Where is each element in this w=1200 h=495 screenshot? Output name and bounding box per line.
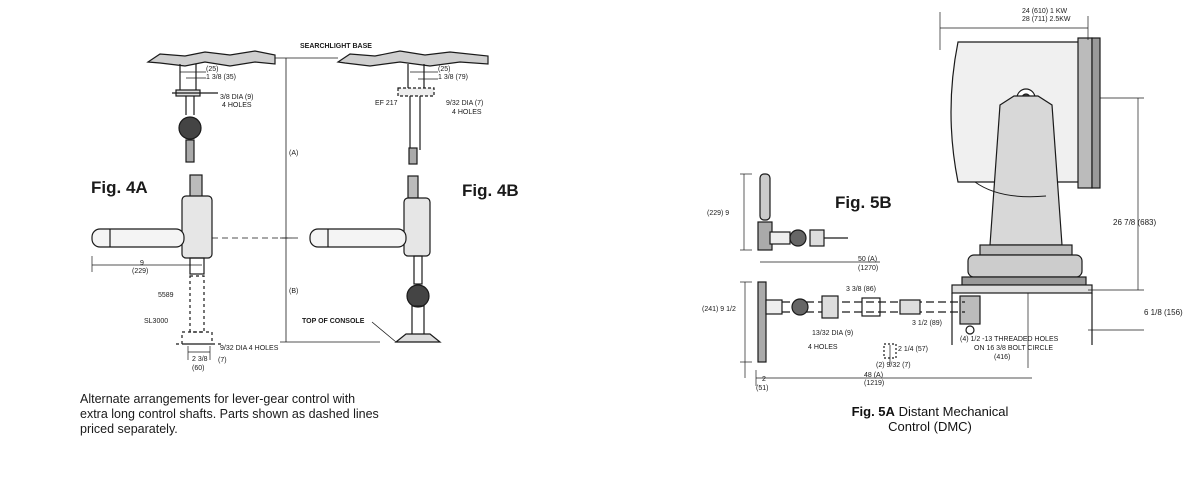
fig5a-caption: Fig. 5A Distant Mechanical Control (DMC) [800,404,1060,434]
fig5-dia-label: 13/32 DIA (9) [812,330,854,337]
fig5-height-dim: 26 7/8 (683) [1113,218,1157,227]
fig5b-handle-height: (229) 9 [707,210,730,217]
fig4a-hole-dia: 3/8 DIA (9) [220,94,254,101]
handle-dim-229: (229) [132,268,149,275]
fig5-dim-1270: (1270) [858,265,879,272]
fig4a-bottom-dimension [91,256,211,360]
fig4b-upper-assembly [397,64,438,165]
mounting-plate [951,293,1093,368]
fig5b-handle [740,173,880,263]
bottom-dim: 2 3/8 [192,356,208,363]
drive-shaft [770,297,965,317]
dimension-a-label: (A) [289,150,299,157]
fig5a-label: Fig. 5A [851,404,895,419]
bottom-hole-label: 9/32 DIA 4 HOLES [220,345,279,352]
bottom-hole-mm: (7) [218,357,227,364]
fig5-dim-50: 50 (A) [858,256,878,263]
bottom-dim-mm: (60) [192,365,205,372]
fig4a-dim-35: 1 3/8 (35) [206,74,236,81]
fig5-dim-2: (2) 9/32 (7) [876,362,911,369]
fig4a-upper-assembly [172,64,218,163]
fig5a-side-dim: (241) 9 1/2 [702,306,736,313]
fig5-top-dim2: 28 (711) 2.5KW [1022,16,1071,23]
bolt-circle-mm: (416) [994,354,1011,361]
fig4-caption-line3: priced separately. [80,422,178,436]
fig4a-label: Fig. 4A [91,178,148,197]
fig5a-title-line2: Control (DMC) [888,419,972,434]
part-5589: 5589 [158,292,174,299]
fig4b-gearbox [309,175,442,343]
fig4a-dim-25: (25) [206,66,219,73]
dimension-a-b [280,58,397,343]
fig5-bottom-dimensions [755,343,1032,386]
fig5-top-dim1: 24 (610) 1 KW [1022,8,1068,15]
fig5-height-dimension [1088,97,1144,331]
fig4a-gearbox [91,174,298,345]
fig4-caption-line2: extra long control shafts. Parts shown a… [80,407,379,421]
fig4b-holes: 4 HOLES [452,109,482,116]
threaded-holes-label: (4) 1/2 -13 THREADED HOLES [960,336,1059,343]
fig5-dim-left-2: 2 [762,376,766,383]
searchlight-head [950,37,1101,246]
handle-dim-9: 9 [140,260,144,267]
fig5-dim-3-38: 3 3/8 (86) [846,286,876,293]
fig5-base-height-dim: 6 1/8 (156) [1144,308,1183,317]
fig5-dim-2-14: 2 1/4 (57) [898,346,928,353]
top-of-console-label: TOP OF CONSOLE [302,318,365,325]
fig4b-hole-dia: 9/32 DIA (7) [446,100,484,107]
fig5-dim-left-51: (51) [756,385,769,392]
fig4-caption-line1: Alternate arrangements for lever-gear co… [80,392,356,406]
dimension-b-label: (B) [289,288,299,295]
searchlight-base-label: SEARCHLIGHT BASE [300,43,372,50]
bolt-circle-label: ON 16 3/8 BOLT CIRCLE [974,345,1054,352]
fig4b-dim-79: 1 3/8 (79) [438,74,468,81]
fig4b-ef-label: EF 217 [375,100,398,107]
fig5-dim-48: 48 (A) [864,372,884,379]
fig5-top-dimension [939,12,1089,50]
fig5a-title-line1: Distant Mechanical [898,404,1009,419]
fig5a-hand-wheel [740,281,839,378]
fig5-dim-1219: (1219) [864,380,885,387]
searchlight-base-right [336,50,489,67]
searchlight-base-left [146,50,276,67]
searchlight-pedestal [951,244,1093,294]
fig5b-label: Fig. 5B [835,193,892,212]
fig4b-label: Fig. 4B [462,181,519,200]
fig5-holes-label: 4 HOLES [808,344,838,351]
fig4b-dim-25: (25) [438,66,451,73]
part-sl3000: SL3000 [144,318,169,325]
fig5-dim-3-12: 3 1/2 (89) [912,320,942,327]
fig4a-holes: 4 HOLES [222,102,252,109]
